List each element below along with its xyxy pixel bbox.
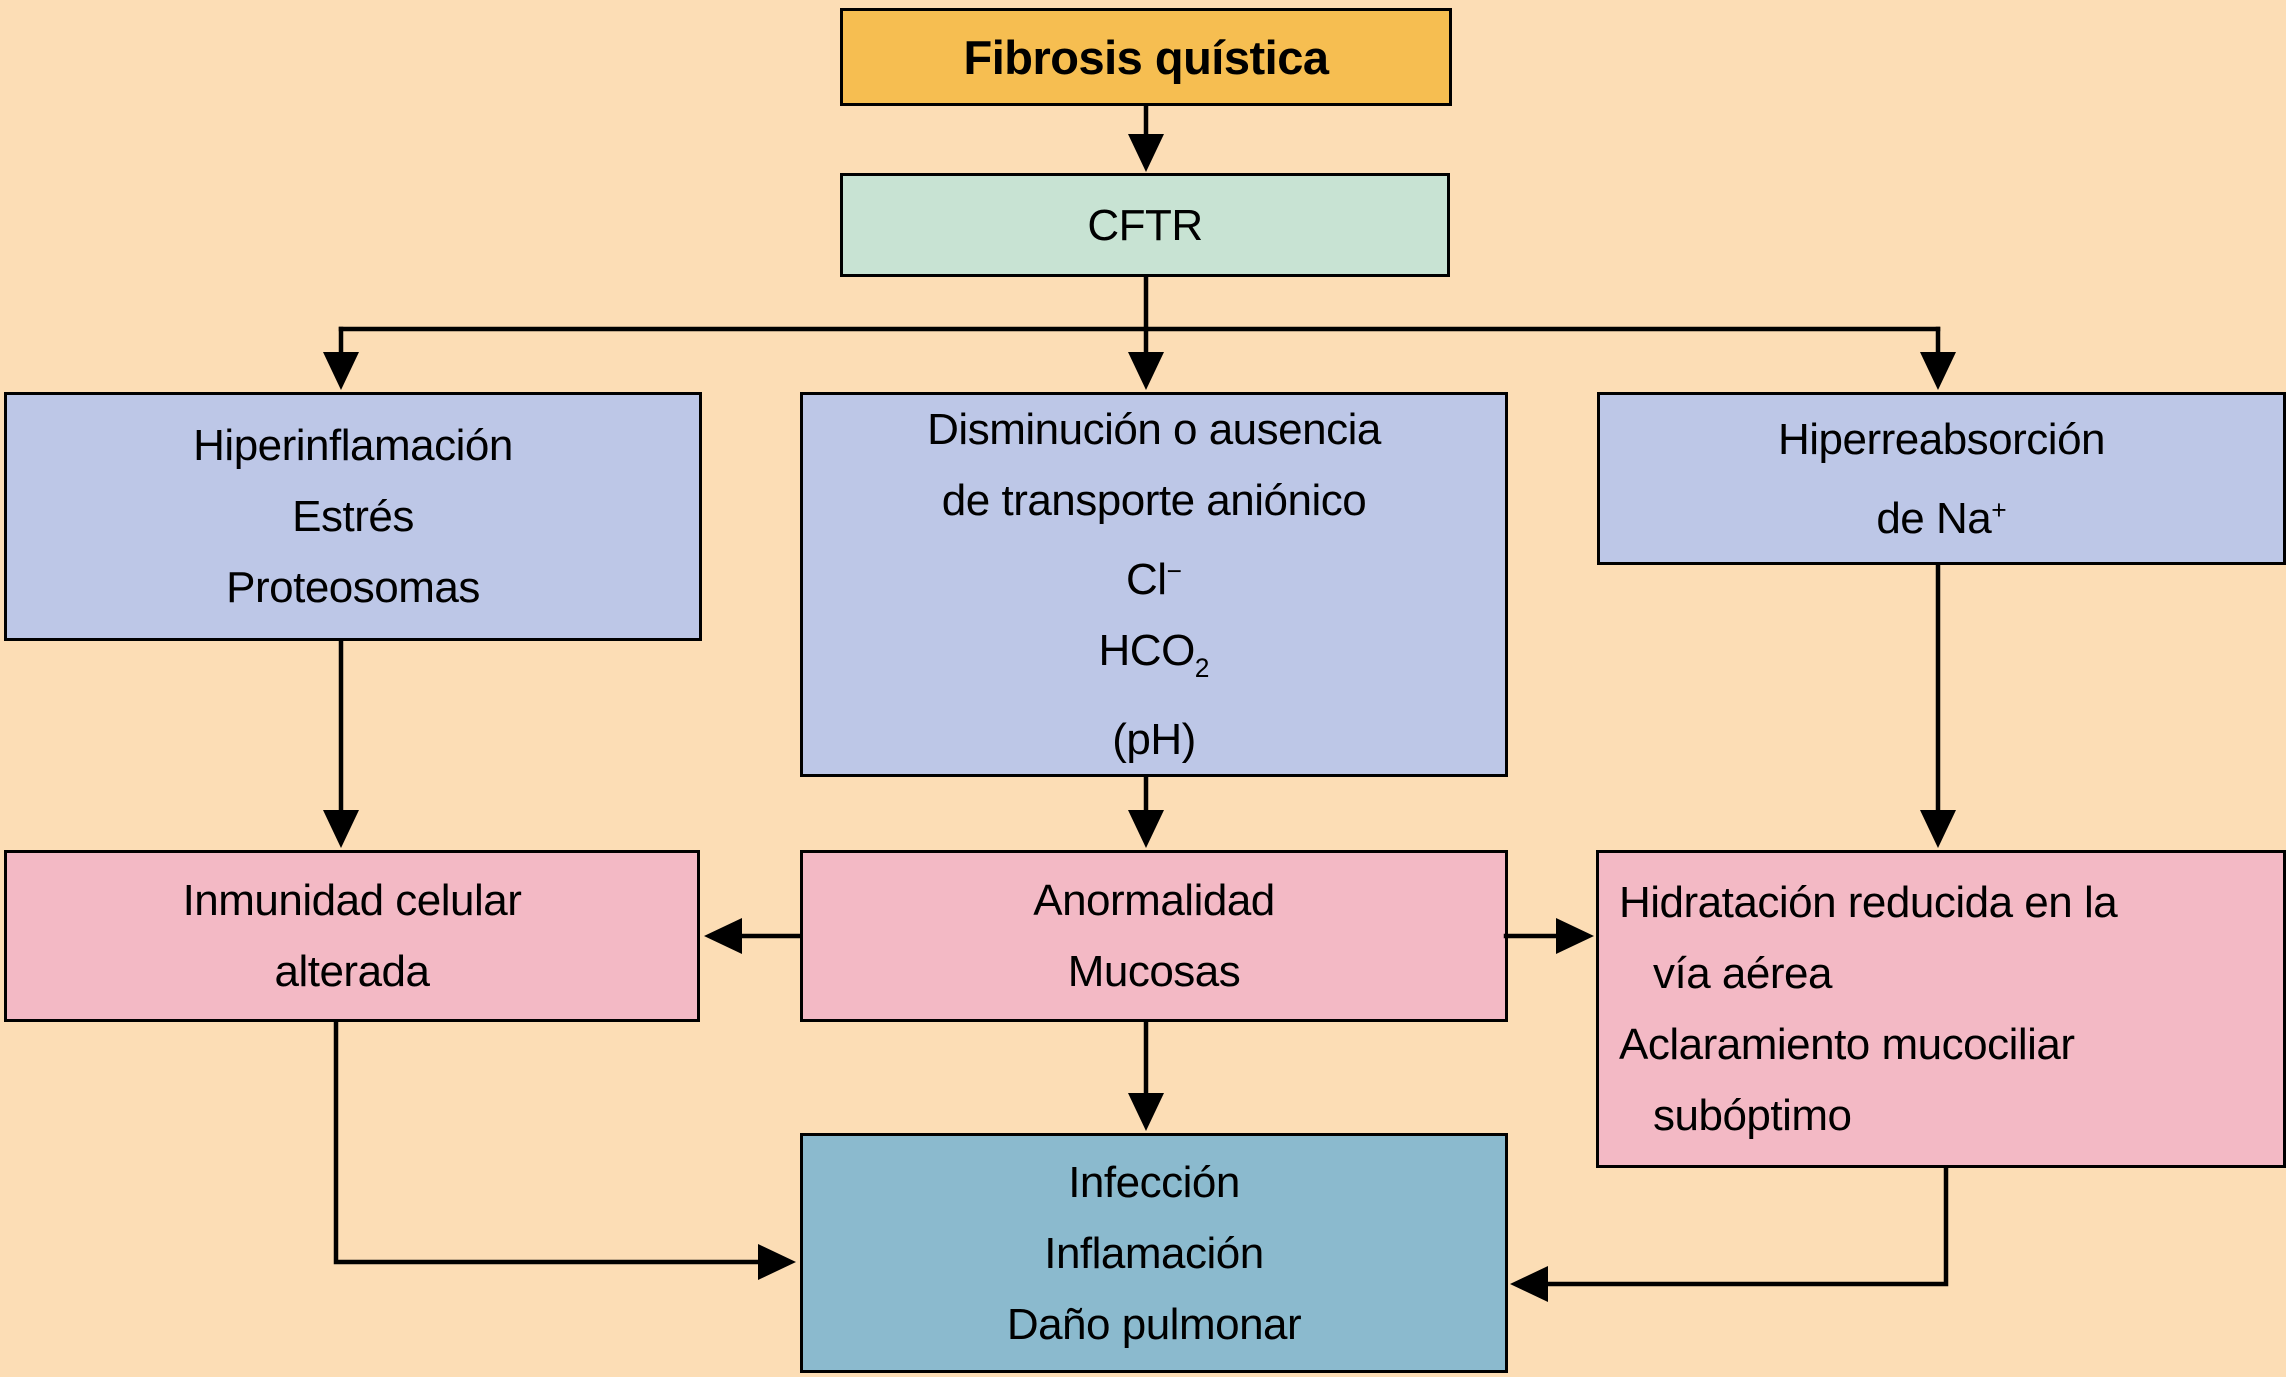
node-label-line: Aclaramiento mucociliar (1619, 1020, 2075, 1069)
node-hiperinflamacion: Hiperinflamación Estrés Proteosomas (4, 392, 702, 641)
node-label-line: Daño pulmonar (1006, 1299, 1302, 1349)
node-label-bicarbonate: HCO2 (1099, 615, 1210, 704)
arrowhead-inmunidad-to-infeccion (758, 1244, 796, 1280)
arrowhead-fibrosis-to-cftr (1128, 134, 1164, 172)
node-label-line: Disminución o ausencia (927, 405, 1381, 454)
node-label-line: Hidratación reducida en la (1619, 878, 2118, 927)
arrow-inmunidad-to-infeccion (333, 1019, 761, 1265)
arrowhead-hiperinflamacion-to-inmunidad (323, 810, 359, 848)
arrowhead-anormalidad-to-hidratacion (1556, 918, 1594, 954)
arrowhead-branch-to-transporte (1128, 352, 1164, 390)
node-label-line: Hiperreabsorción (1777, 414, 2106, 464)
bicarbonate-symbol: HCO (1098, 626, 1196, 675)
node-label-line: subóptimo (1653, 1091, 1852, 1140)
bicarbonate-subscript: 2 (1194, 653, 1210, 683)
arrowhead-hidratacion-to-infeccion (1510, 1266, 1548, 1302)
node-label-line: alterada (274, 947, 430, 996)
node-hidratacion-reducida: Hidratación reducida en la vía aérea Acl… (1596, 850, 2286, 1168)
node-label-line: Infección (1068, 1157, 1240, 1207)
node-label-ph: (pH) (1112, 715, 1196, 764)
node-label: CFTR (1087, 200, 1203, 250)
node-inmunidad-celular: Inmunidad celular alterada (4, 850, 700, 1022)
node-label-line: Anormalidad (1033, 876, 1275, 925)
node-transporte-anionico: Disminución o ausencia de transporte ani… (800, 392, 1508, 777)
node-label-line: Inflamación (1044, 1228, 1264, 1278)
node-label-line: vía aérea (1653, 949, 1832, 998)
arrowhead-transporte-to-anormalidad (1128, 810, 1164, 848)
node-fibrosis-quistica: Fibrosis quística (840, 8, 1452, 106)
node-label-line: Hiperinflamación (193, 421, 513, 470)
node-label: Fibrosis quística (963, 30, 1329, 84)
arrowhead-branch-to-hiperinflamacion (323, 352, 359, 390)
arrowhead-branch-to-hiperreabsorcion (1920, 352, 1956, 390)
node-cftr: CFTR (840, 173, 1450, 277)
chloride-charge: − (1166, 556, 1182, 586)
node-label-sodium: de Na+ (1876, 475, 2006, 554)
node-label-line: Mucosas (1067, 947, 1241, 996)
node-label-chloride: Cl− (1126, 536, 1182, 615)
node-label-line: Inmunidad celular (182, 876, 522, 925)
node-infeccion-inflamacion: Infección Inflamación Daño pulmonar (800, 1133, 1508, 1373)
arrowhead-anormalidad-to-inmunidad (704, 918, 742, 954)
chloride-symbol: Cl (1126, 555, 1167, 604)
sodium-charge: + (1991, 494, 2007, 525)
node-label-line: de transporte aniónico (941, 476, 1367, 525)
node-label-line: Proteosomas (226, 563, 480, 612)
arrowhead-hiperreabsorcion-to-hidratacion (1920, 810, 1956, 848)
node-label-line: Estrés (292, 492, 414, 541)
arrow-hidratacion-to-infeccion (1545, 1165, 1949, 1287)
node-hiperreabsorcion-na: Hiperreabsorción de Na+ (1597, 392, 2286, 565)
arrowhead-anormalidad-to-infeccion (1128, 1093, 1164, 1131)
node-anormalidad-mucosas: Anormalidad Mucosas (800, 850, 1508, 1022)
sodium-symbol: de Na (1876, 493, 1992, 543)
